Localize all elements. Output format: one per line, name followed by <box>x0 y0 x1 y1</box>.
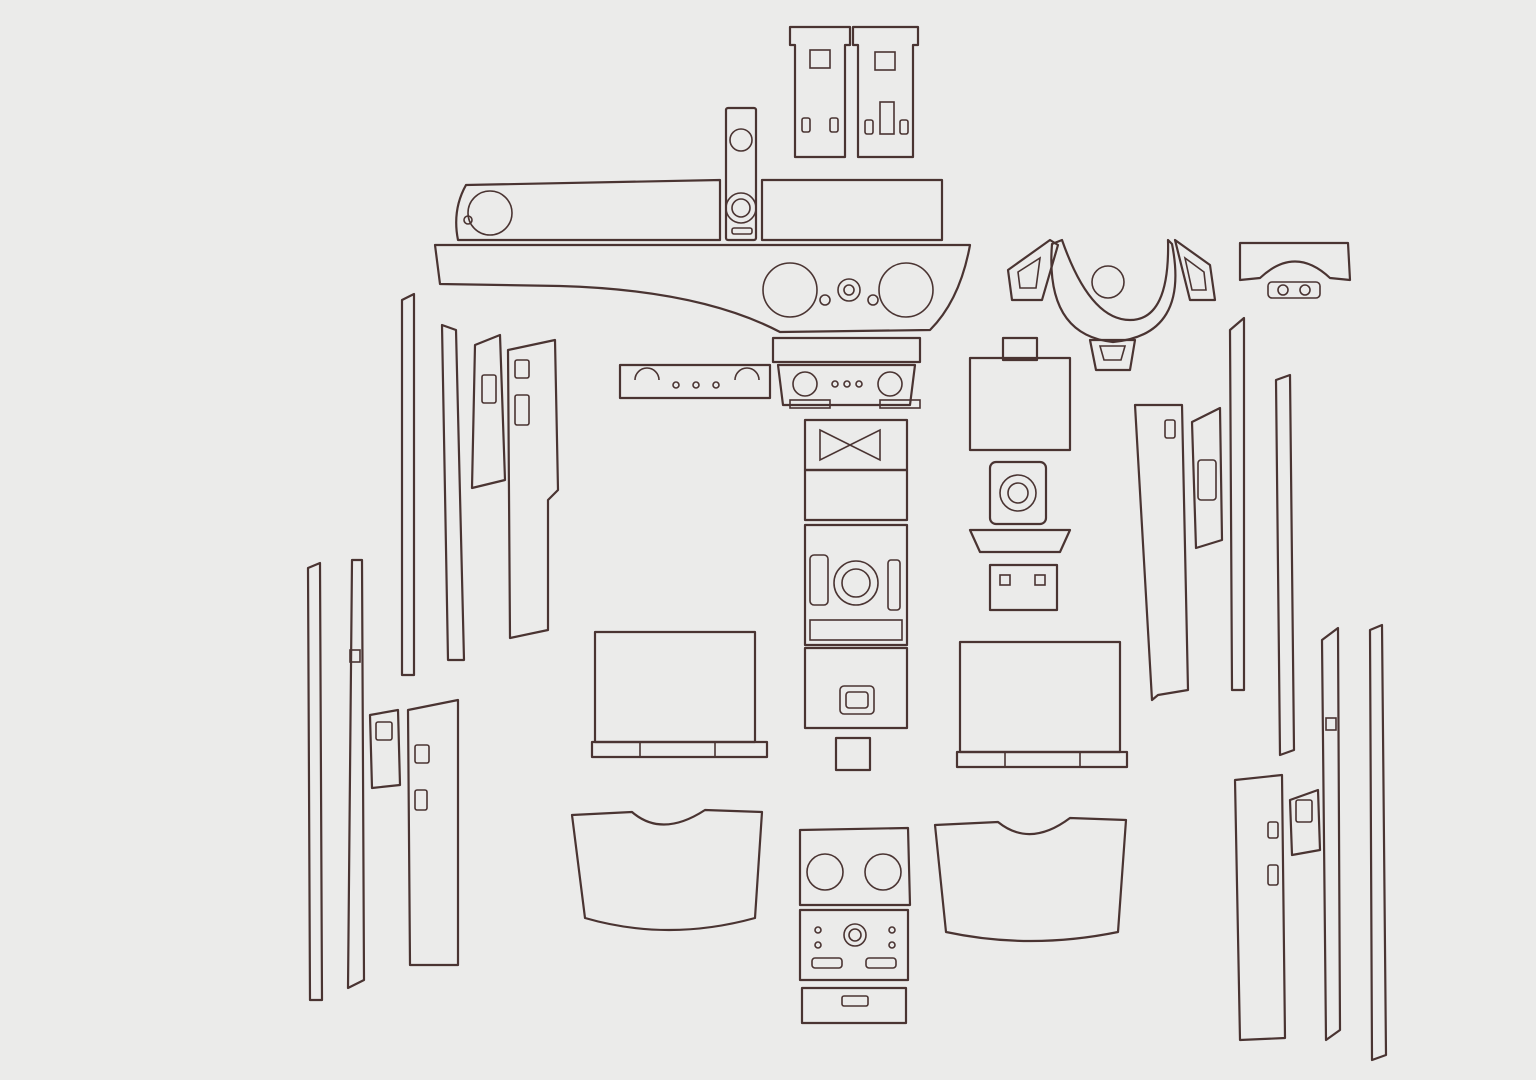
front-left-door-strip-outer <box>400 292 466 677</box>
center-console-top-right-door <box>851 25 920 159</box>
rear-right-window-switch <box>1288 788 1322 857</box>
front-left-window-switch <box>470 333 507 490</box>
center-climate-panel <box>771 336 922 409</box>
front-right-armrest <box>1133 403 1190 702</box>
rear-right-armrest <box>1233 773 1287 1042</box>
front-right-door-strip-inner <box>1274 373 1296 757</box>
right-console-small-panel <box>988 563 1059 612</box>
right-seat-screen <box>955 640 1129 769</box>
steering-spoke-left <box>1006 238 1060 302</box>
right-console-rotary <box>968 460 1072 554</box>
rear-left-door-strip-outer <box>306 561 324 1002</box>
rear-left-armrest <box>406 698 460 967</box>
gear-shift-strip <box>724 106 758 242</box>
steering-spoke-right <box>1173 238 1217 302</box>
rear-left-door-strip-inner <box>346 558 366 990</box>
steering-wheel-trim <box>1050 238 1177 344</box>
main-dashboard-trim <box>433 243 972 334</box>
steering-lower-trim <box>1088 338 1137 372</box>
right-seatback-pocket <box>933 816 1128 943</box>
left-vent-strip <box>618 363 772 400</box>
center-console-gear-panel <box>803 523 909 647</box>
center-console-cupholder <box>803 418 909 522</box>
right-console-tray <box>968 336 1072 452</box>
steering-column-vent-trim <box>1238 241 1352 299</box>
rear-right-door-strip-inner <box>1320 626 1342 1042</box>
upper-dashboard-trim <box>455 178 944 242</box>
rear-climate-panel <box>798 826 912 1025</box>
rear-left-window-switch <box>368 708 402 790</box>
center-console-top-left-door <box>788 25 852 159</box>
left-seatback-pocket <box>570 808 764 932</box>
center-console-ashtray <box>803 646 909 772</box>
left-seat-screen <box>590 630 769 759</box>
front-left-armrest <box>506 338 560 640</box>
front-right-door-strip-outer <box>1228 316 1246 692</box>
front-right-window-switch <box>1190 406 1224 550</box>
rear-right-door-strip-outer <box>1368 623 1388 1062</box>
